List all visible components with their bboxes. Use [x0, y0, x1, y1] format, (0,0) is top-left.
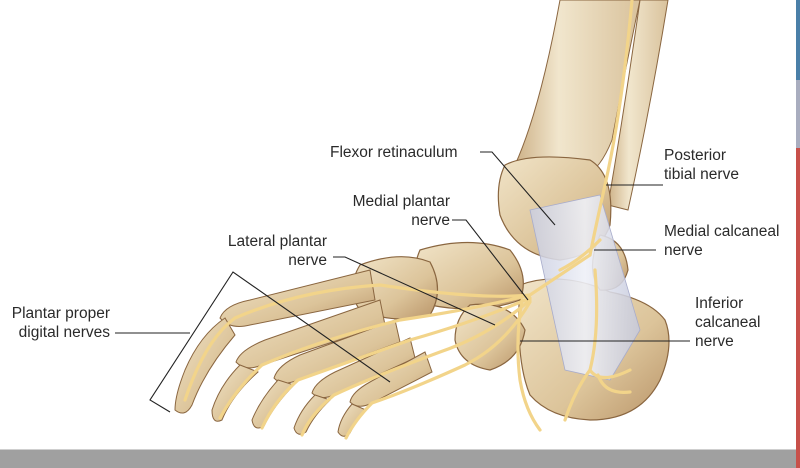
- label-line: Medial calcaneal: [664, 223, 780, 240]
- label-line: nerve: [695, 333, 734, 350]
- label-posterior-tibial-nerve: Posterior tibial nerve: [664, 146, 739, 184]
- label-line: nerve: [411, 212, 450, 229]
- bottom-bar-edge: [0, 449, 796, 450]
- label-line: Posterior: [664, 147, 727, 164]
- bottom-bar: [0, 449, 796, 468]
- label-line: calcaneal: [695, 314, 761, 331]
- label-line: Inferior: [695, 295, 744, 312]
- flexor-retinaculum: [529, 194, 641, 381]
- side-color-strip: [796, 0, 800, 468]
- nerves: [183, 0, 634, 440]
- tibia-fibula: [514, 0, 669, 211]
- label-plantar-proper-digital-nerves: Plantar proper digital nerves: [0, 304, 110, 342]
- leader-lines: [115, 151, 690, 413]
- side-strip-blue: [796, 0, 800, 80]
- label-medial-plantar-nerve: Medial plantar nerve: [335, 192, 450, 230]
- label-line: Plantar proper: [11, 305, 110, 322]
- label-line: nerve: [288, 252, 327, 269]
- foot-nerve-illustration: [115, 0, 690, 440]
- label-flexor-retinaculum: Flexor retinaculum: [330, 143, 458, 162]
- label-text: Flexor retinaculum: [330, 144, 458, 161]
- label-line: tibial nerve: [664, 166, 739, 183]
- label-medial-calcaneal-nerve: Medial calcaneal nerve: [664, 222, 779, 260]
- label-line: nerve: [664, 242, 703, 259]
- label-line: Lateral plantar: [227, 233, 327, 250]
- label-lateral-plantar-nerve: Lateral plantar nerve: [212, 232, 327, 270]
- side-strip-red: [796, 148, 800, 468]
- side-strip-gray: [796, 80, 800, 148]
- label-inferior-calcaneal-nerve: Inferior calcaneal nerve: [695, 294, 761, 351]
- label-line: Medial plantar: [352, 193, 450, 210]
- label-line: digital nerves: [18, 324, 110, 341]
